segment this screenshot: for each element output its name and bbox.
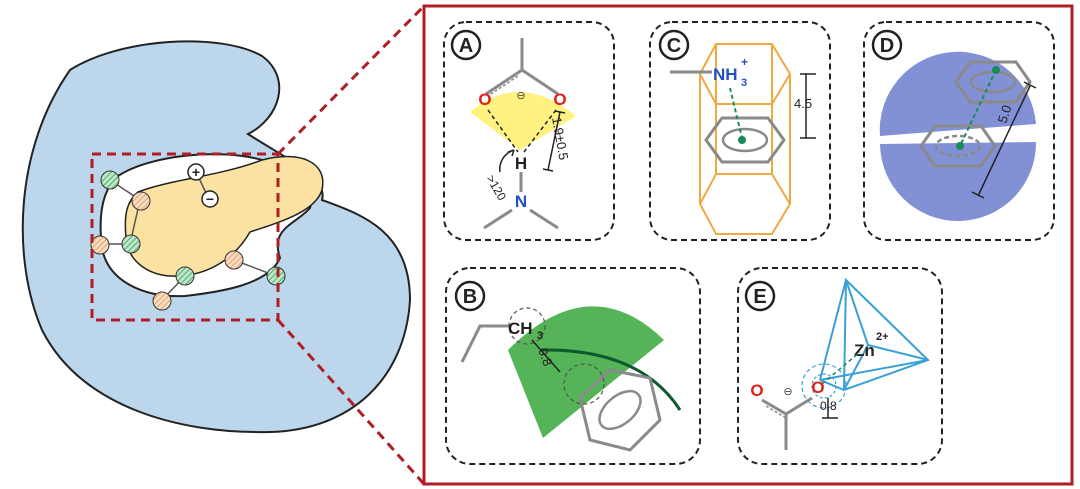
panel-b: B CH 3 0.8: [445, 267, 701, 465]
minus-charge-label: −: [206, 191, 214, 207]
panel-b-letter: B: [463, 286, 477, 308]
panel-a-badge: [450, 29, 482, 61]
panel-d-box: [863, 21, 1055, 241]
green-atom: [175, 266, 195, 286]
minus-charge-icon: [201, 190, 219, 208]
plus-charge-label: +: [192, 164, 200, 180]
panel-a-box: [443, 21, 615, 241]
green-hydrophobic-cone: [508, 306, 664, 438]
oxygen-right-label-e: O: [811, 378, 824, 397]
panel-c-badge: [658, 29, 690, 61]
methyl-label: CH: [508, 319, 533, 338]
panel-e: E Zn 2+ O O ⊖ 0.8: [737, 267, 943, 465]
panel-b-box: [445, 267, 701, 465]
benzene-ring-d-bottom: [919, 124, 997, 168]
ammonium-subscript: 3: [741, 77, 747, 89]
panel-d-letter: D: [880, 35, 894, 57]
distance-label-c: 4.5: [794, 96, 812, 111]
panel-b-badge: [454, 280, 486, 312]
methyl-subscript: 3: [537, 330, 543, 342]
distance-label-b: 0.8: [535, 346, 555, 368]
panel-d-badge: [871, 29, 903, 61]
orange-atom: [131, 191, 151, 211]
ammonium-label: NH: [713, 65, 738, 84]
oxygen-left-label-e: O: [750, 381, 763, 400]
protein-overview: + −: [21, 4, 426, 485]
green-atom: [121, 234, 141, 254]
benzene-ring-c: [704, 116, 786, 164]
ammonium-superscript: +: [741, 55, 748, 69]
distance-label-e: 0.8: [820, 399, 837, 413]
panel-a-letter: A: [459, 35, 473, 57]
carboxylate-charge-icon: ⊖: [516, 90, 525, 102]
panel-c: C NH 3 + 4.5: [649, 21, 831, 241]
panel-e-badge: [744, 280, 776, 312]
hydrogen-label: H: [515, 154, 527, 173]
yellow-acceptor-cone: [470, 91, 576, 150]
zinc-charge: 2+: [876, 331, 889, 343]
zinc-label: Zn: [854, 341, 875, 360]
pi-stack-disc-bottom: [880, 142, 1037, 222]
distance-label-d: 5.0: [995, 103, 1015, 125]
nitrogen-label: N: [515, 192, 527, 211]
panel-e-letter: E: [753, 286, 766, 308]
panel-c-letter: C: [667, 35, 681, 57]
plus-charge-icon: [187, 163, 205, 181]
benzene-ring-b: [578, 368, 662, 452]
orange-atom: [224, 250, 244, 270]
zoom-box: [90, 152, 280, 322]
distance-label-a: 1.9±0.5: [549, 116, 571, 161]
orange-atom: [152, 291, 172, 311]
zoom-connector-top: [276, 4, 426, 156]
green-atom: [266, 266, 286, 286]
panel-d: D 5.0: [863, 21, 1055, 241]
green-atom: [100, 170, 120, 190]
oxygen-left-label: O: [478, 90, 491, 109]
zoom-connector-bottom: [276, 319, 426, 485]
carboxylate-charge-icon-e: ⊖: [783, 386, 792, 398]
centroid-dot-c: [738, 136, 746, 144]
orange-atom: [90, 235, 110, 255]
aromatic-cage: [698, 43, 792, 235]
oxygen-right-label: O: [553, 90, 566, 109]
